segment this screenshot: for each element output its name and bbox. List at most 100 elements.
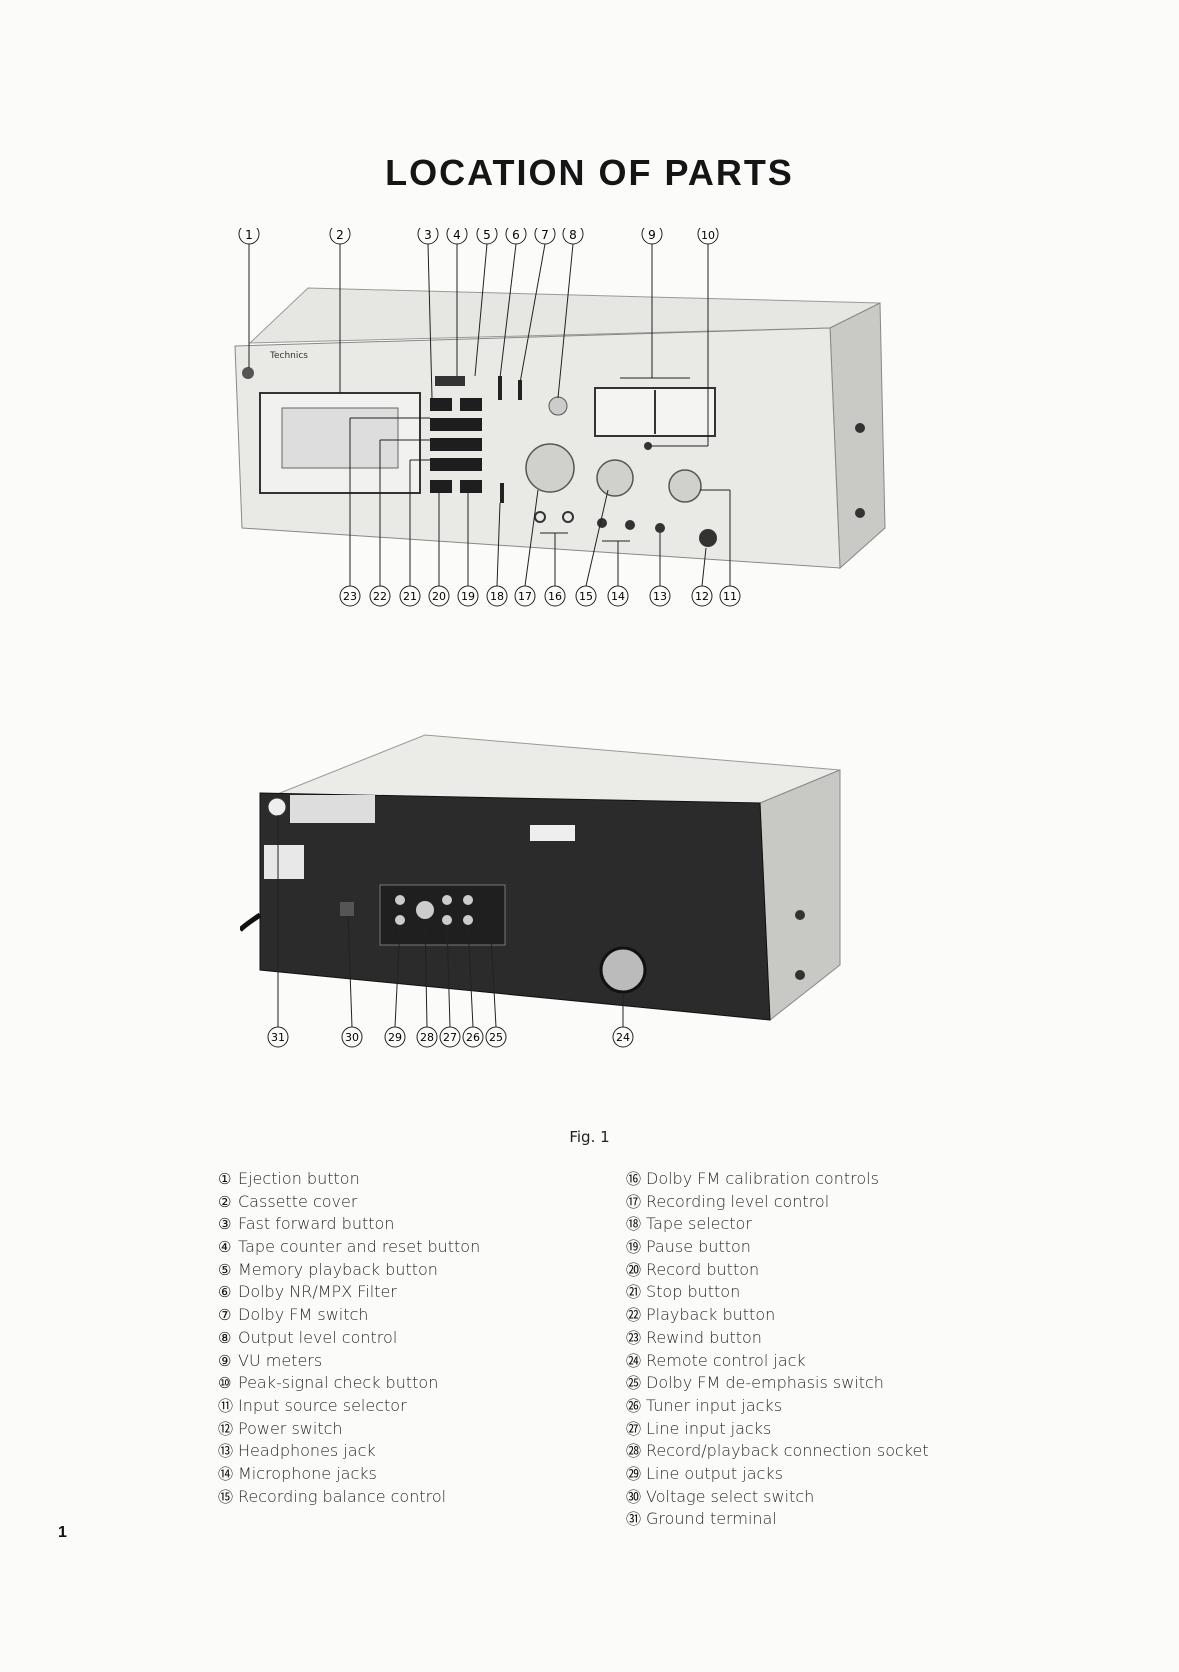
figure-caption: Fig. 1 (569, 1128, 610, 1146)
legend-number: ⑬ (218, 1442, 234, 1461)
callout-19: 19 (457, 493, 479, 607)
legend-number: ⑫ (218, 1419, 234, 1438)
callout-14: 14 (602, 540, 630, 607)
svg-text:4: 4 (453, 228, 461, 242)
legend-number: ⑩ (218, 1374, 232, 1393)
legend-number: ㉗ (626, 1419, 642, 1438)
side-screw-icon (855, 508, 865, 518)
legend-number: ⑤ (218, 1260, 232, 1279)
brand-logo: Technics (269, 351, 308, 361)
power-cord-drawing (240, 912, 262, 932)
legend-number: ⑧ (218, 1328, 232, 1347)
callout-16: 16 (540, 532, 568, 607)
lever-switches-drawing (498, 376, 522, 503)
legend-number: ⑥ (218, 1283, 232, 1302)
legend-label: Power switch (238, 1418, 343, 1438)
unit-rear-panel (259, 792, 771, 1021)
eject-button-drawing (242, 367, 254, 379)
legend-number: ㉚ (626, 1487, 642, 1506)
svg-text:6: 6 (512, 228, 520, 242)
callout-6: 6 (499, 228, 527, 379)
rear-sticker (264, 845, 304, 879)
callout-12: 12 (691, 547, 713, 607)
svg-text:9: 9 (648, 228, 656, 242)
legend-label: Line input jacks (646, 1418, 772, 1438)
rear-view-figure: 31 30 29 28 27 26 25 24 (240, 734, 841, 1048)
legend-number: ㉘ (626, 1442, 642, 1461)
legend-label: Ejection button (238, 1169, 360, 1188)
legend-number: ⑰ (626, 1192, 642, 1211)
voltage-switch-drawing (340, 902, 354, 916)
callout-2: 2 (329, 228, 351, 393)
front-top-callouts: 1 2 3 4 5 6 7 8 9 10 (238, 228, 719, 447)
svg-text:5: 5 (483, 228, 491, 242)
svg-text:30: 30 (345, 1031, 359, 1044)
legend-label: Playback button (646, 1305, 776, 1325)
legend-label: Remote control jack (646, 1350, 806, 1370)
svg-text:13: 13 (653, 590, 667, 603)
legend-label: VU meters (238, 1350, 323, 1370)
side-screw-icon (795, 970, 805, 980)
side-screw-icon (795, 910, 805, 920)
legend-number: ㉑ (626, 1283, 642, 1302)
svg-text:19: 19 (461, 590, 475, 603)
callout-28: 28 (416, 918, 438, 1048)
callout-27: 27 (439, 924, 461, 1048)
svg-text:31: 31 (271, 1031, 285, 1044)
legend-number: ⑮ (218, 1487, 234, 1506)
callout-9: 9 (620, 228, 690, 379)
rear-jacks-drawing (395, 895, 473, 925)
legend-label: Input source selector (238, 1395, 407, 1415)
svg-text:26: 26 (466, 1031, 480, 1044)
model-label-plate (290, 795, 375, 823)
legend-number: ② (218, 1192, 232, 1211)
legend-number: ① (218, 1170, 232, 1188)
legend-label: Dolby NR/MPX Filter (238, 1282, 397, 1302)
callout-18: 18 (486, 502, 508, 607)
legend-item: ⑥ Dolby NR/MPX Filter (218, 1281, 480, 1304)
legend-number: ㉒ (626, 1306, 642, 1325)
svg-text:22: 22 (373, 590, 387, 603)
legend-label: Microphone jacks (238, 1463, 377, 1483)
svg-text:17: 17 (518, 590, 532, 603)
callout-25: 25 (485, 914, 507, 1048)
legend-label: Tape selector (646, 1214, 752, 1234)
legend-label: Fast forward button (238, 1214, 395, 1234)
legend-number: ⑨ (218, 1351, 232, 1370)
callout-22: 22 (369, 439, 430, 607)
legend-label: Record/playback connection socket (646, 1441, 929, 1461)
rear-callouts: 31 30 29 28 27 26 25 24 (267, 815, 634, 1048)
callout-15: 15 (575, 489, 609, 607)
legend-label: Voltage select switch (646, 1486, 815, 1506)
callout-7: 7 (519, 228, 556, 384)
rear-label (530, 825, 575, 841)
callout-20: 20 (428, 493, 450, 607)
legend-label: Output level control (238, 1327, 398, 1347)
legend-label: Headphones jack (238, 1441, 376, 1461)
callout-5: 5 (474, 228, 498, 377)
svg-text:18: 18 (490, 590, 504, 603)
legend-number: ⑲ (626, 1238, 642, 1257)
legend-number: ㉛ (626, 1510, 642, 1529)
legend-number: ㉙ (626, 1464, 642, 1483)
callout-24: 24 (612, 995, 634, 1048)
legend-number: ⑯ (626, 1170, 642, 1188)
legend-item: ① Ejection button (218, 1168, 480, 1191)
callout-21: 21 (399, 459, 430, 607)
legend-number: ㉔ (626, 1351, 642, 1370)
legend-label: Peak-signal check button (238, 1373, 439, 1393)
svg-text:14: 14 (611, 590, 625, 603)
cassette-window-drawing (281, 407, 399, 469)
legend-label: Dolby FM calibration controls (646, 1169, 879, 1188)
